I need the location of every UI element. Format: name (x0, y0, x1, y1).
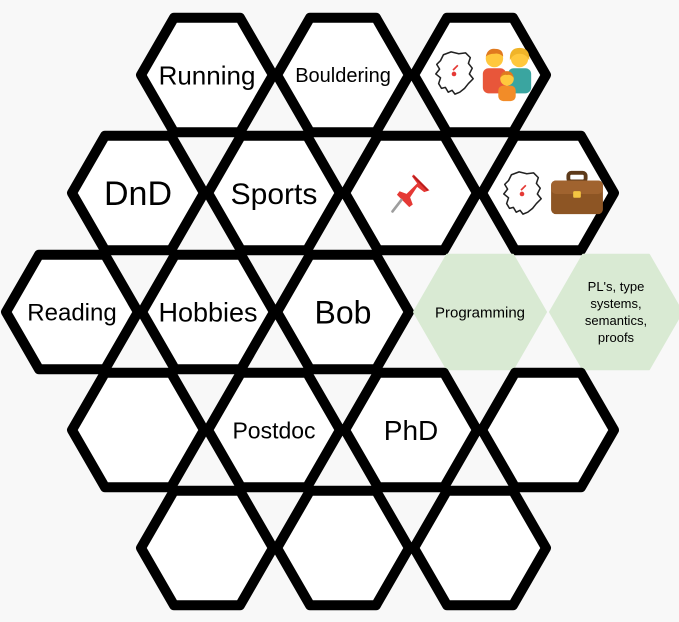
hex-shape (136, 485, 278, 611)
hex-shape (67, 130, 209, 256)
hex-reading: Reading (1, 249, 143, 375)
hex-label-line: PL's, type (588, 279, 645, 294)
hex-label: Bob (315, 295, 372, 331)
hex-pin (340, 130, 482, 256)
hex-label: Bouldering (295, 65, 391, 87)
hex-shape (549, 253, 679, 371)
hex-shape (477, 367, 619, 493)
hex-label: Programming (435, 304, 525, 321)
hex-shape (272, 485, 414, 611)
hex-empty-5 (409, 485, 551, 611)
hex-label: PL's, type systems, semantics, proofs (585, 279, 647, 345)
hex-empty-1 (67, 367, 209, 493)
hex-label: Running (159, 60, 256, 90)
hex-hobbies: Hobbies (137, 249, 279, 375)
hex-empty-2 (477, 367, 619, 493)
hex-bob: Bob (272, 249, 414, 375)
hex-label-line: semantics, (585, 313, 647, 328)
hex-label-line: proofs (598, 330, 635, 345)
hex-postdoc: Postdoc (203, 367, 345, 493)
hex-shape (203, 130, 345, 256)
hex-bouldering: Bouldering (272, 12, 414, 138)
hex-empty-4 (272, 485, 414, 611)
hex-programming: Programming (413, 253, 547, 371)
hex-family-nl (409, 12, 551, 138)
hex-label-line: systems, (590, 296, 641, 311)
hex-work-nl (477, 130, 619, 256)
hex-label: Postdoc (232, 417, 315, 443)
hex-shape (477, 130, 619, 256)
hex-label: Hobbies (158, 298, 257, 328)
hex-pl: PL's, type systems, semantics, proofs (549, 253, 679, 371)
hex-label: PhD (384, 415, 438, 446)
hex-sports: Sports (203, 130, 345, 256)
hex-phd: PhD (340, 367, 482, 493)
hex-empty-3 (136, 485, 278, 611)
hex-shape (67, 367, 209, 493)
hex-label: Reading (27, 300, 116, 327)
hex-running: Running (136, 12, 278, 138)
hex-label: DnD (104, 175, 172, 213)
hex-label: Sports (231, 178, 318, 211)
hex-shape (409, 485, 551, 611)
hex-dnd: DnD (67, 130, 209, 256)
